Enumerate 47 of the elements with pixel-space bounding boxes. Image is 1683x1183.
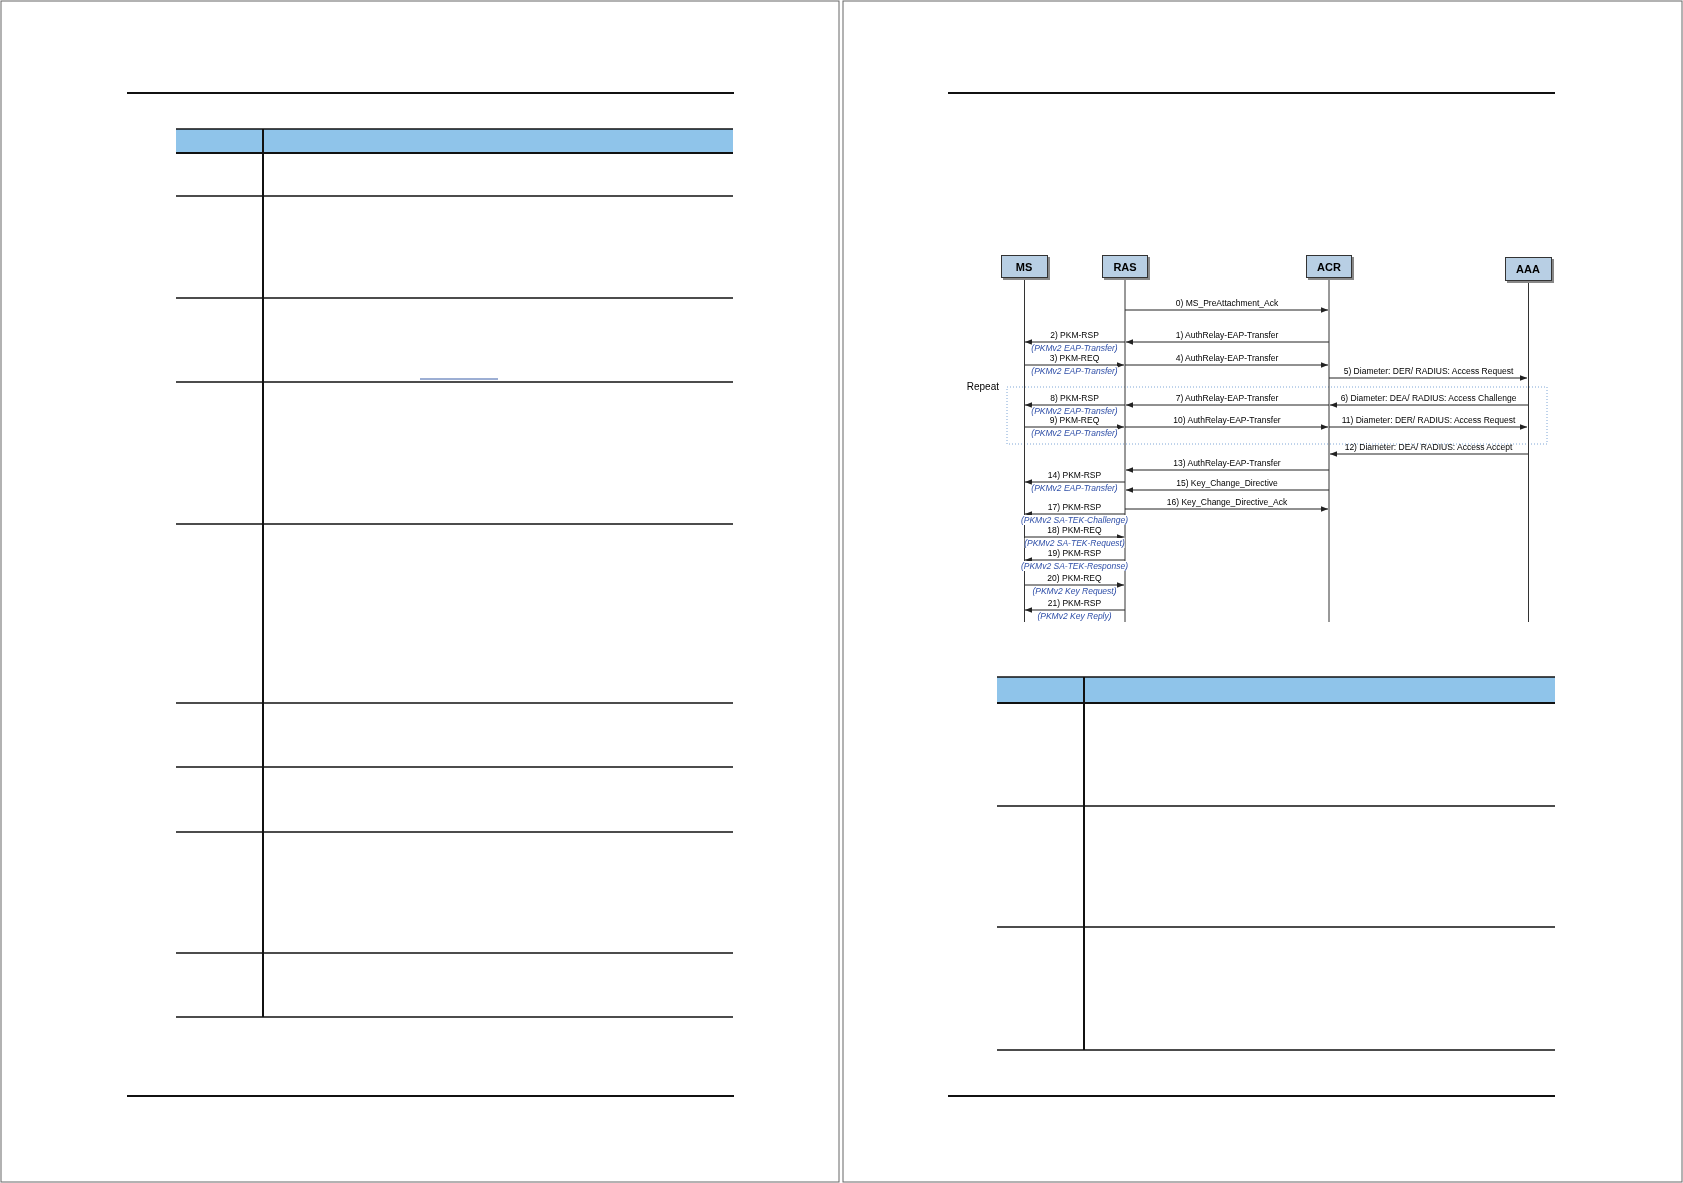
message-label: 10) AuthRelay-EAP-Transfer: [1173, 415, 1281, 425]
message-arrow: [1024, 479, 1126, 485]
message-label: 16) Key_Change_Directive_Ack: [1166, 497, 1288, 507]
message-label: 13) AuthRelay-EAP-Transfer: [1173, 458, 1281, 468]
message-label: 1) AuthRelay-EAP-Transfer: [1175, 330, 1279, 340]
message-arrow: [1328, 424, 1528, 430]
message-label: 3) PKM-REQ (PKMv2 EAP-Transfer): [1031, 353, 1118, 376]
message-label: 20) PKM-REQ (PKMv2 Key Request): [1032, 573, 1117, 596]
message-arrow: [1023, 424, 1125, 430]
message-label: 14) PKM-RSP (PKMv2 EAP-Transfer): [1031, 470, 1118, 493]
message-arrow: [1024, 511, 1126, 517]
message-label: 8) PKM-RSP (PKMv2 EAP-Transfer): [1031, 393, 1118, 416]
message-arrow: [1125, 402, 1330, 408]
message-arrow: [1023, 582, 1125, 588]
message-arrow: [1024, 557, 1126, 563]
message-arrow: [1125, 467, 1330, 473]
message-label: 12) Diameter: DEA/ RADIUS: Access Accept: [1344, 442, 1513, 452]
message-arrow: [1024, 402, 1126, 408]
message-label: 5) Diameter: DER/ RADIUS: Access Request: [1343, 366, 1514, 376]
message-label: 15) Key_Change_Directive: [1176, 478, 1278, 488]
message-arrow: [1023, 362, 1125, 368]
message-label: 2) PKM-RSP (PKMv2 EAP-Transfer): [1031, 330, 1118, 353]
message-label: 6) Diameter: DEA/ RADIUS: Access Challenge: [1340, 393, 1517, 403]
message-arrow: [1329, 402, 1529, 408]
message-arrow: [1328, 375, 1528, 381]
message-arrow: [1124, 424, 1329, 430]
message-arrow: [1125, 487, 1330, 493]
message-label: 19) PKM-RSP (PKMv2 SA-TEK-Response): [1020, 548, 1129, 571]
participant-box: MS: [1000, 255, 1048, 278]
message-label: 7) AuthRelay-EAP-Transfer: [1175, 393, 1279, 403]
message-arrow: [1124, 362, 1329, 368]
message-label: 0) MS_PreAttachment_Ack: [1175, 298, 1279, 308]
message-label: 4) AuthRelay-EAP-Transfer: [1175, 353, 1279, 363]
message-label: 11) Diameter: DER/ RADIUS: Access Request: [1341, 415, 1516, 425]
message-arrow: [1023, 534, 1125, 540]
participant-box: RAS: [1102, 255, 1148, 278]
message-label: 21) PKM-RSP (PKMv2 Key Reply): [1037, 598, 1112, 621]
participant-box: AAA: [1504, 257, 1552, 281]
message-label: 17) PKM-RSP (PKMv2 SA-TEK-Challenge): [1020, 502, 1129, 525]
message-arrow: [1024, 339, 1126, 345]
message-arrow: [1329, 451, 1529, 457]
message-arrow: [1124, 307, 1329, 313]
message-arrow: [1124, 506, 1329, 512]
message-label: 9) PKM-REQ (PKMv2 EAP-Transfer): [1031, 415, 1118, 438]
message-arrow: [1024, 607, 1126, 613]
message-arrow: [1125, 339, 1330, 345]
participant-box: ACR: [1306, 255, 1352, 278]
